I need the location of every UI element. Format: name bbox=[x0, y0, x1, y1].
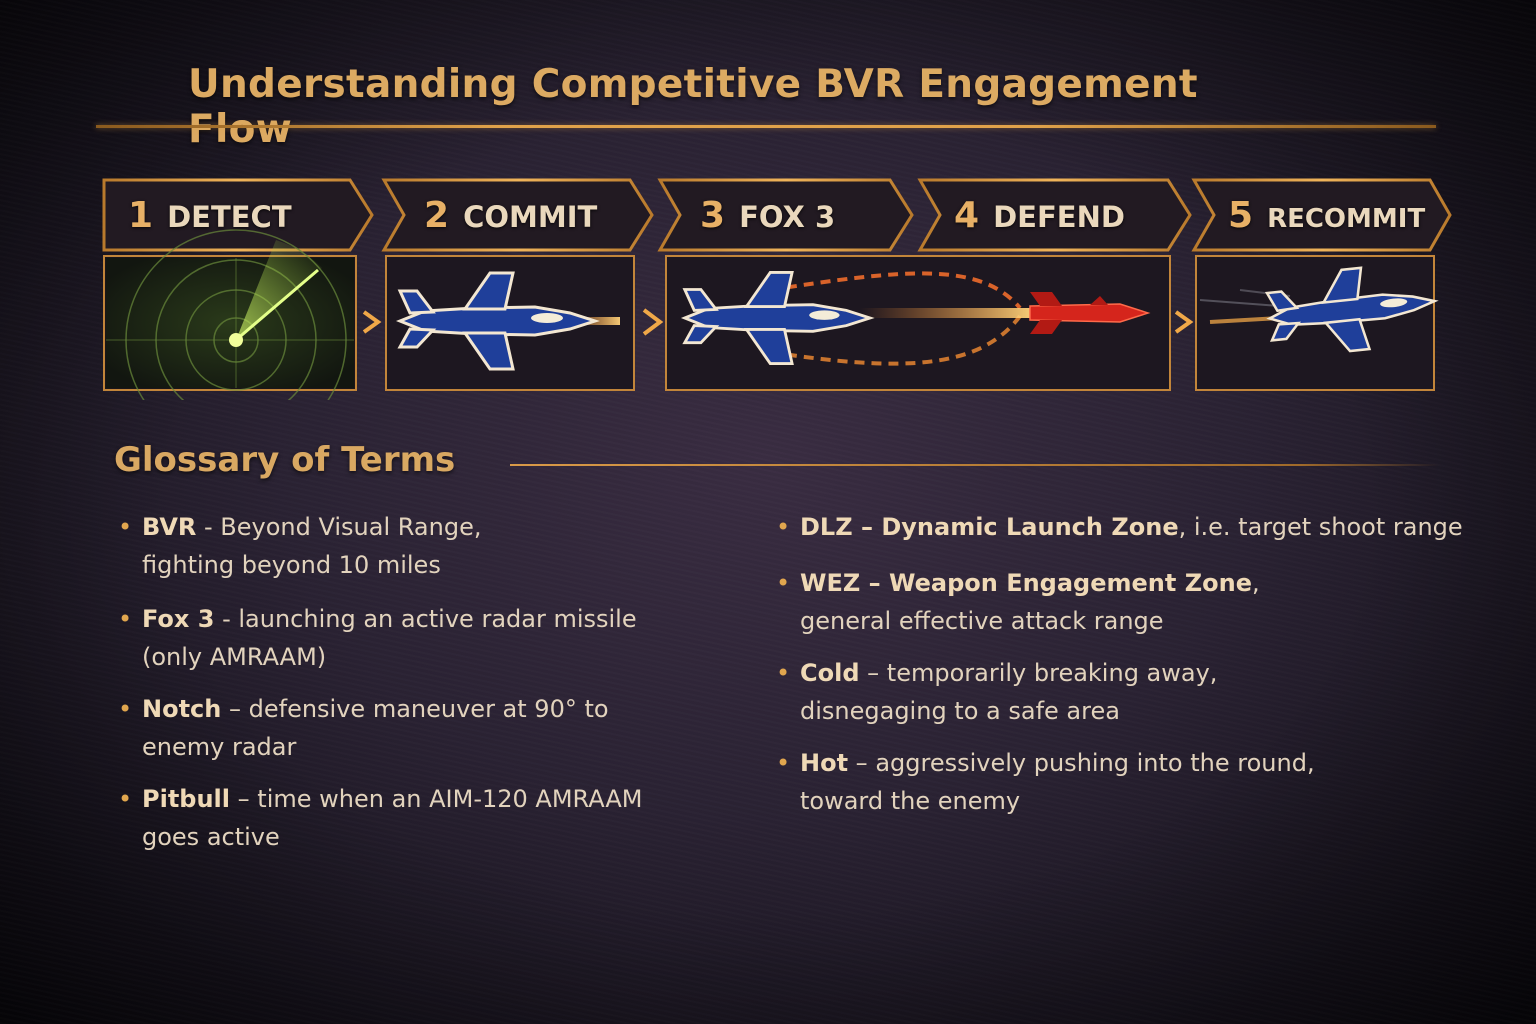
bullet-icon: • bbox=[776, 749, 791, 777]
bullet-icon: • bbox=[776, 513, 791, 541]
step-label: FOX 3 bbox=[739, 200, 836, 234]
step-label: DETECT bbox=[167, 200, 292, 234]
step-3: 3 FOX 3 bbox=[700, 196, 835, 236]
bullet-icon: • bbox=[118, 513, 133, 541]
glossary-title: Glossary of Terms bbox=[114, 440, 456, 480]
glossary-item-pitbull: • Pitbull – time when an AIM-120 AMRAAM … bbox=[118, 780, 718, 856]
fighter-jet-icon bbox=[1199, 259, 1441, 361]
step-label: RECOMMIT bbox=[1267, 204, 1426, 234]
glossary-item-hot: • Hot – aggressively pushing into the ro… bbox=[776, 744, 1496, 820]
step-header-1 bbox=[102, 178, 374, 252]
step-number: 4 bbox=[954, 195, 980, 236]
step-number: 5 bbox=[1228, 195, 1254, 236]
fighter-jet-icon bbox=[398, 271, 620, 371]
step-header-4 bbox=[917, 178, 1192, 252]
bullet-icon: • bbox=[118, 785, 133, 813]
fighter-jet-launch-icon bbox=[683, 270, 1030, 366]
glossary-right-column: • DLZ – Dynamic Launch Zone, i.e. target… bbox=[776, 508, 1496, 820]
bullet-icon: • bbox=[776, 659, 791, 687]
glossary-item-cold: • Cold – temporarily breaking away, disn… bbox=[776, 654, 1496, 730]
step-header-2 bbox=[381, 178, 654, 252]
step-label: COMMIT bbox=[463, 200, 598, 234]
bullet-icon: • bbox=[118, 695, 133, 723]
step-header-5 bbox=[1191, 178, 1452, 252]
radar-scope-icon bbox=[106, 229, 354, 400]
title-divider bbox=[96, 125, 1436, 128]
step-number: 1 bbox=[128, 195, 154, 236]
step-number: 2 bbox=[424, 195, 450, 236]
step-5: 5 RECOMMIT bbox=[1228, 196, 1425, 236]
glossary-item-fox3: • Fox 3 - launching an active radar miss… bbox=[118, 600, 718, 676]
glossary-left-column: • BVR - Beyond Visual Range, fighting be… bbox=[118, 508, 718, 856]
glossary-item-wez: • WEZ – Weapon Engagement Zone, general … bbox=[776, 564, 1496, 640]
step-number: 3 bbox=[700, 195, 726, 236]
glossary-item-dlz: • DLZ – Dynamic Launch Zone, i.e. target… bbox=[776, 508, 1496, 546]
bullet-icon: • bbox=[118, 605, 133, 633]
step-4: 4 DEFEND bbox=[954, 196, 1125, 236]
step-header-3 bbox=[657, 178, 914, 252]
step-2: 2 COMMIT bbox=[424, 196, 597, 236]
glossary-divider bbox=[510, 464, 1440, 466]
step-1: 1 DETECT bbox=[128, 196, 292, 236]
engagement-flow-diagram bbox=[102, 178, 1452, 400]
bullet-icon: • bbox=[776, 569, 791, 597]
glossary-item-bvr: • BVR - Beyond Visual Range, fighting be… bbox=[118, 508, 718, 584]
page-title: Understanding Competitive BVR Engagement… bbox=[188, 62, 1198, 152]
missile-icon bbox=[1029, 292, 1151, 334]
glossary-item-notch: • Notch – defensive maneuver at 90° to e… bbox=[118, 690, 718, 766]
step-label: DEFEND bbox=[993, 200, 1125, 234]
